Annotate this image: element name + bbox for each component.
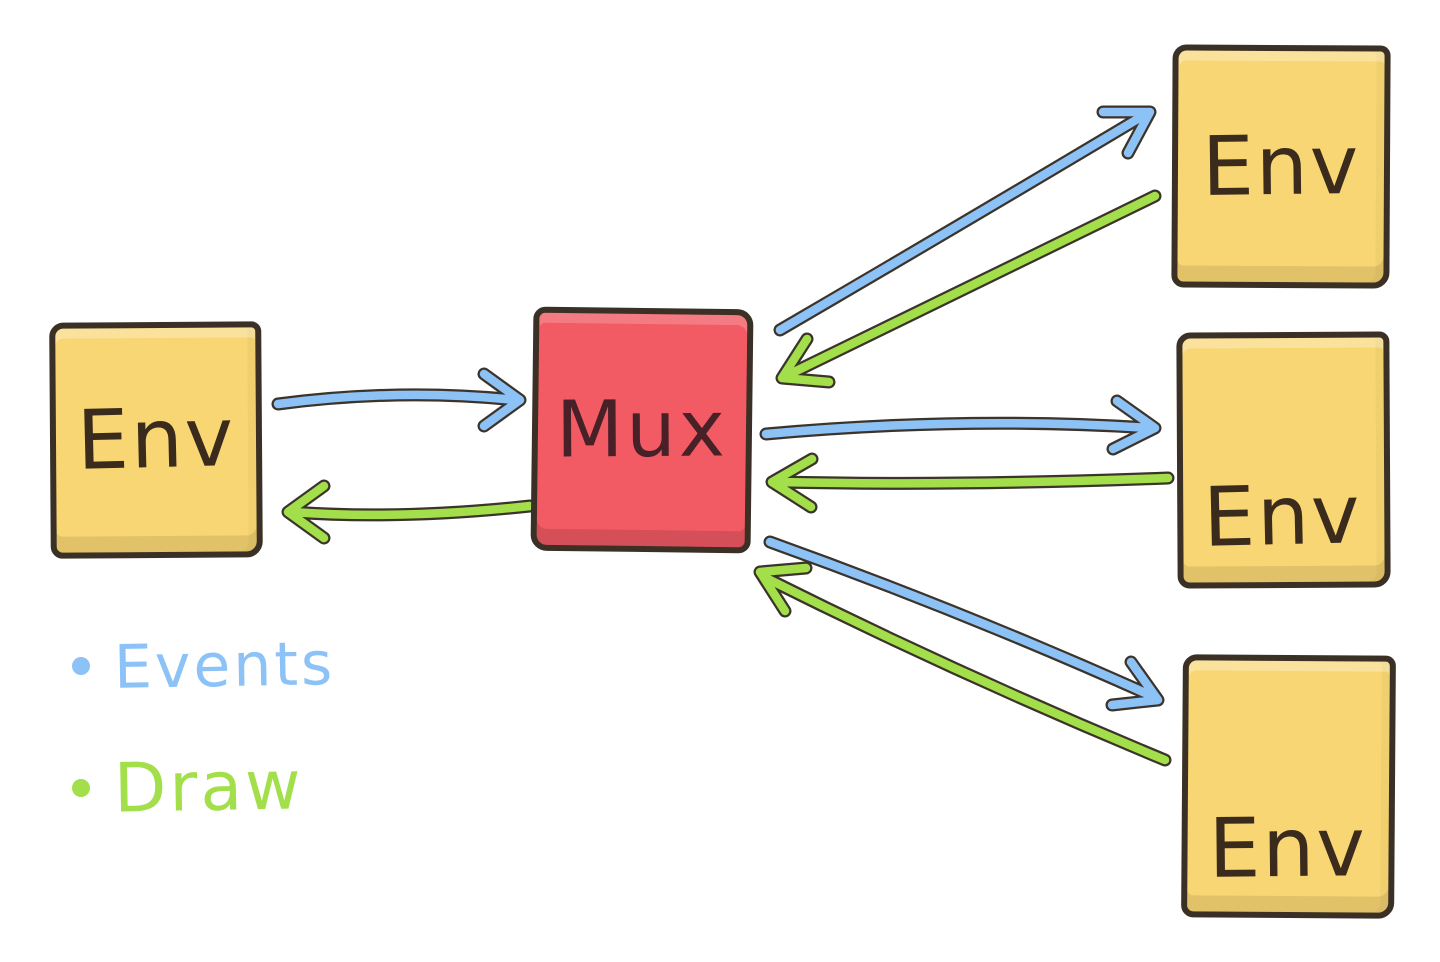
env-box-right-middle: Env: [1176, 331, 1391, 589]
env-box-right-middle-label: Env: [1202, 467, 1363, 566]
draw-arrow-env-middle-to-mux: [765, 452, 1175, 514]
arrow-shaft: [767, 454, 1173, 512]
legend-draw-label: Draw: [113, 746, 305, 829]
arrow-shaft-outline: [763, 535, 1165, 712]
draw-arrow-mux-to-left-env: [281, 479, 537, 545]
draw-arrow-env-bottom-to-mux: [753, 561, 1172, 767]
env-box-right-bottom: Env: [1181, 654, 1396, 919]
arrow-shaft-outline: [753, 561, 1172, 767]
arrow-shaft: [775, 107, 1155, 335]
draw-bullet-icon: [72, 779, 90, 797]
events-arrow-mux-to-env-middle: [759, 394, 1162, 456]
arrow-shaft-outline: [775, 189, 1162, 389]
arrow-shaft: [777, 191, 1160, 387]
arrow-shaft-outline: [759, 394, 1162, 456]
arrow-shaft-outline: [281, 479, 537, 545]
arrow-shaft-outline: [765, 452, 1175, 514]
arrow-shaft-outline: [271, 367, 527, 433]
env-box-left: Env: [49, 321, 263, 559]
arrow-shaft: [765, 537, 1163, 710]
legend-events-label: Events: [113, 629, 336, 703]
draw-arrow-env-top-to-mux: [775, 189, 1162, 389]
arrow-shaft: [755, 563, 1170, 765]
mux-box: Mux: [530, 306, 754, 554]
events-arrow-left-env-to-mux: [271, 367, 527, 433]
legend-item-events: Events: [72, 629, 336, 703]
events-arrow-mux-to-env-top: [773, 105, 1157, 337]
events-bullet-icon: [72, 657, 90, 675]
env-box-right-top: Env: [1171, 44, 1391, 289]
env-box-right-top-label: Env: [1201, 117, 1361, 215]
env-box-left-label: Env: [75, 390, 237, 489]
arrow-shaft-outline: [773, 105, 1157, 337]
legend-item-draw: Draw: [72, 746, 335, 829]
arrow-shaft: [761, 396, 1160, 454]
legend: Events Draw: [72, 629, 336, 880]
env-box-right-bottom-label: Env: [1208, 800, 1368, 897]
arrow-shaft: [283, 481, 535, 543]
events-arrow-mux-to-env-bottom: [763, 535, 1165, 712]
arrow-shaft: [273, 369, 525, 431]
mux-box-label: Mux: [555, 384, 729, 476]
